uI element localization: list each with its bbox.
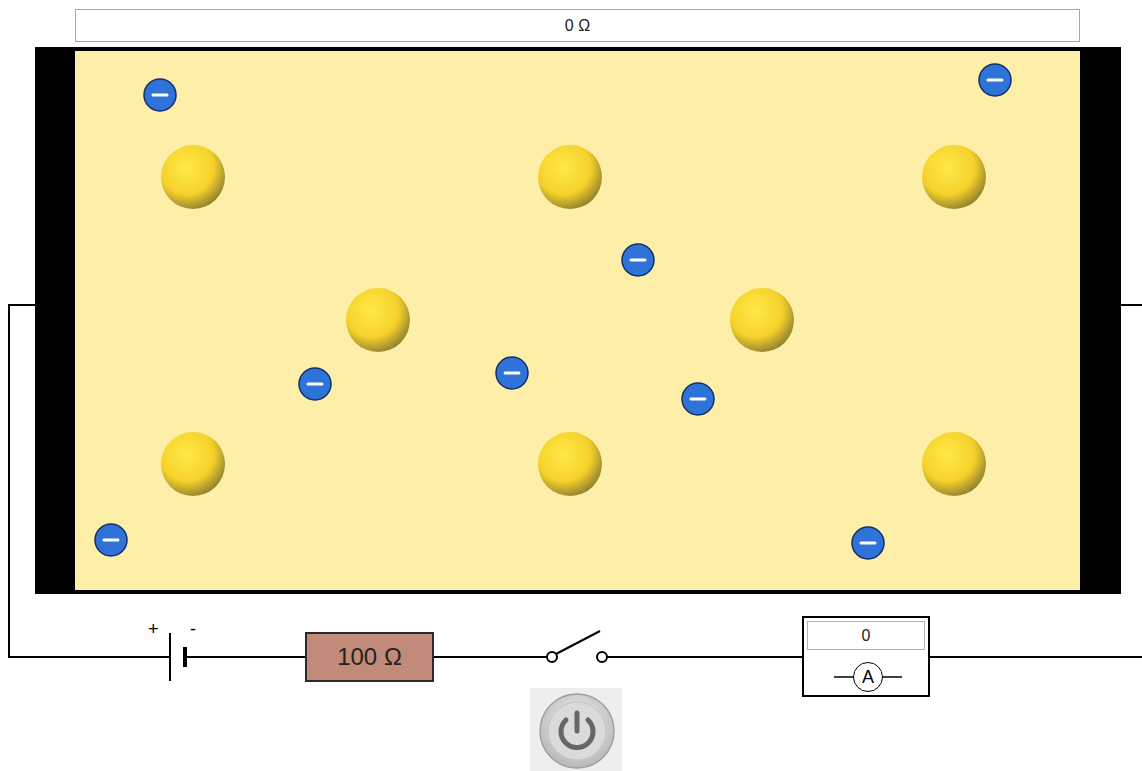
electrons [95,64,1011,559]
metal-ion [538,432,602,496]
metal-ion [730,288,794,352]
metal-ion [922,145,986,209]
ammeter-letter: A [862,668,874,686]
resistance-display: 0 Ω [75,9,1080,42]
electron [979,64,1011,96]
battery-symbol [170,633,185,681]
electron [95,524,127,556]
electron [852,527,884,559]
power-button [530,688,622,771]
metal-ion [922,432,986,496]
electron [622,244,654,276]
metal-ions [161,145,986,496]
ammeter-box: 0A [802,616,930,697]
metal-ion [346,288,410,352]
electron [144,79,176,111]
metal-frame [35,47,1121,594]
electron [299,368,331,400]
metal-ion [161,432,225,496]
ammeter-display: 0 [807,621,925,650]
current-reading: 0 [862,627,871,645]
resistance-value: 0 Ω [565,17,590,35]
ammeter-circle: A [853,662,883,692]
electron [682,383,714,415]
electron [496,357,528,389]
battery-polarity: - [190,619,196,639]
conductor-region [75,51,1080,590]
metal-ion [538,145,602,209]
battery-polarity: + [148,619,159,639]
resistor-value: 100 Ω [337,643,402,671]
switch-symbol [547,631,607,662]
metal-ion [161,145,225,209]
resistor-box: 100 Ω [305,632,434,682]
